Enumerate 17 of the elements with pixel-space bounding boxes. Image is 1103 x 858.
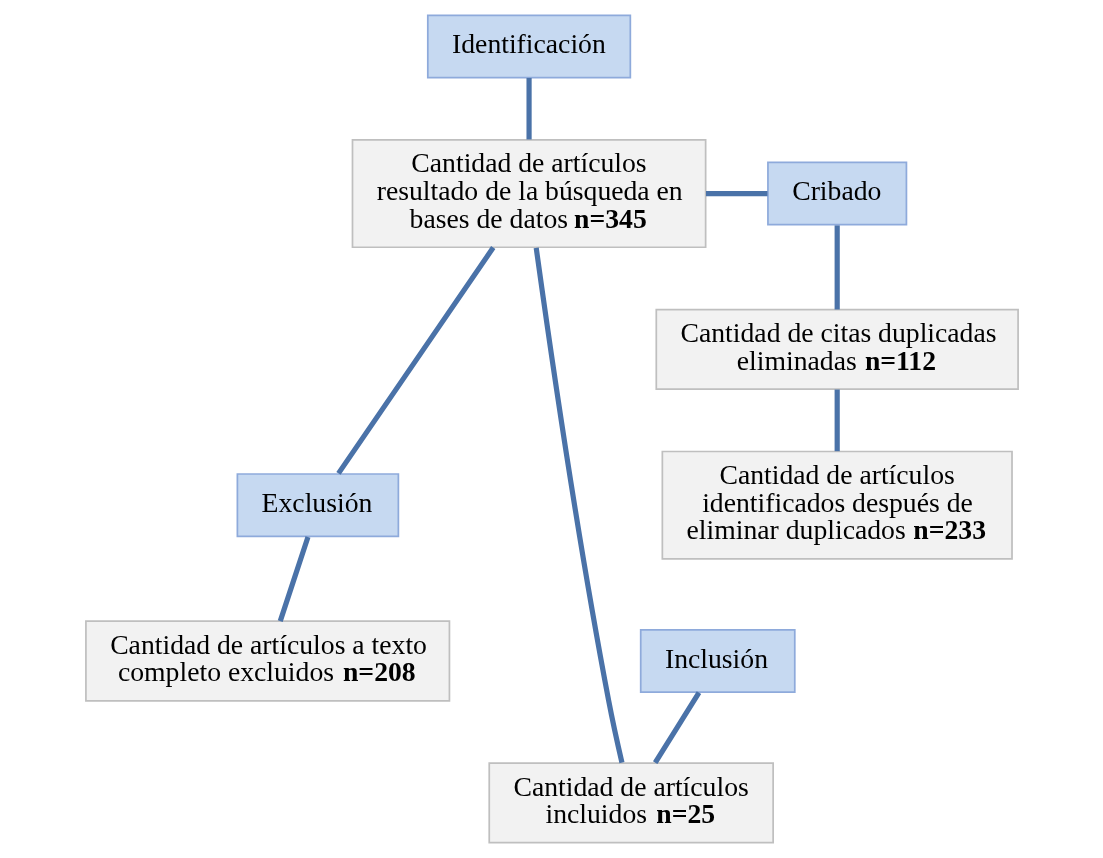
node-box: Cantidad de citas duplicadas eliminadas n=112 [654,308,1019,391]
node-box: Cantidad de artículos identificados después de eliminar duplicados n=233 [661,450,1013,560]
node-box: Inclusión [639,628,796,693]
node-box: Cantidad de artículos a texto completo excluidos n=208 [84,620,450,702]
connector [652,691,701,765]
connector [834,389,840,452]
connector [533,247,624,764]
node-box: Identificación [426,14,631,79]
node-box: Exclusión [236,473,399,538]
connector [834,225,840,310]
node-box: Cribado [766,161,907,226]
connector [705,191,767,197]
connector [335,246,495,475]
connector [525,77,532,140]
node-box: Cantidad de artículos incluidos n=25 [487,762,774,844]
connector [277,536,310,622]
node-box: Cantidad de artículos resultado de la búsqueda en bases de datos n=345 [351,139,706,249]
